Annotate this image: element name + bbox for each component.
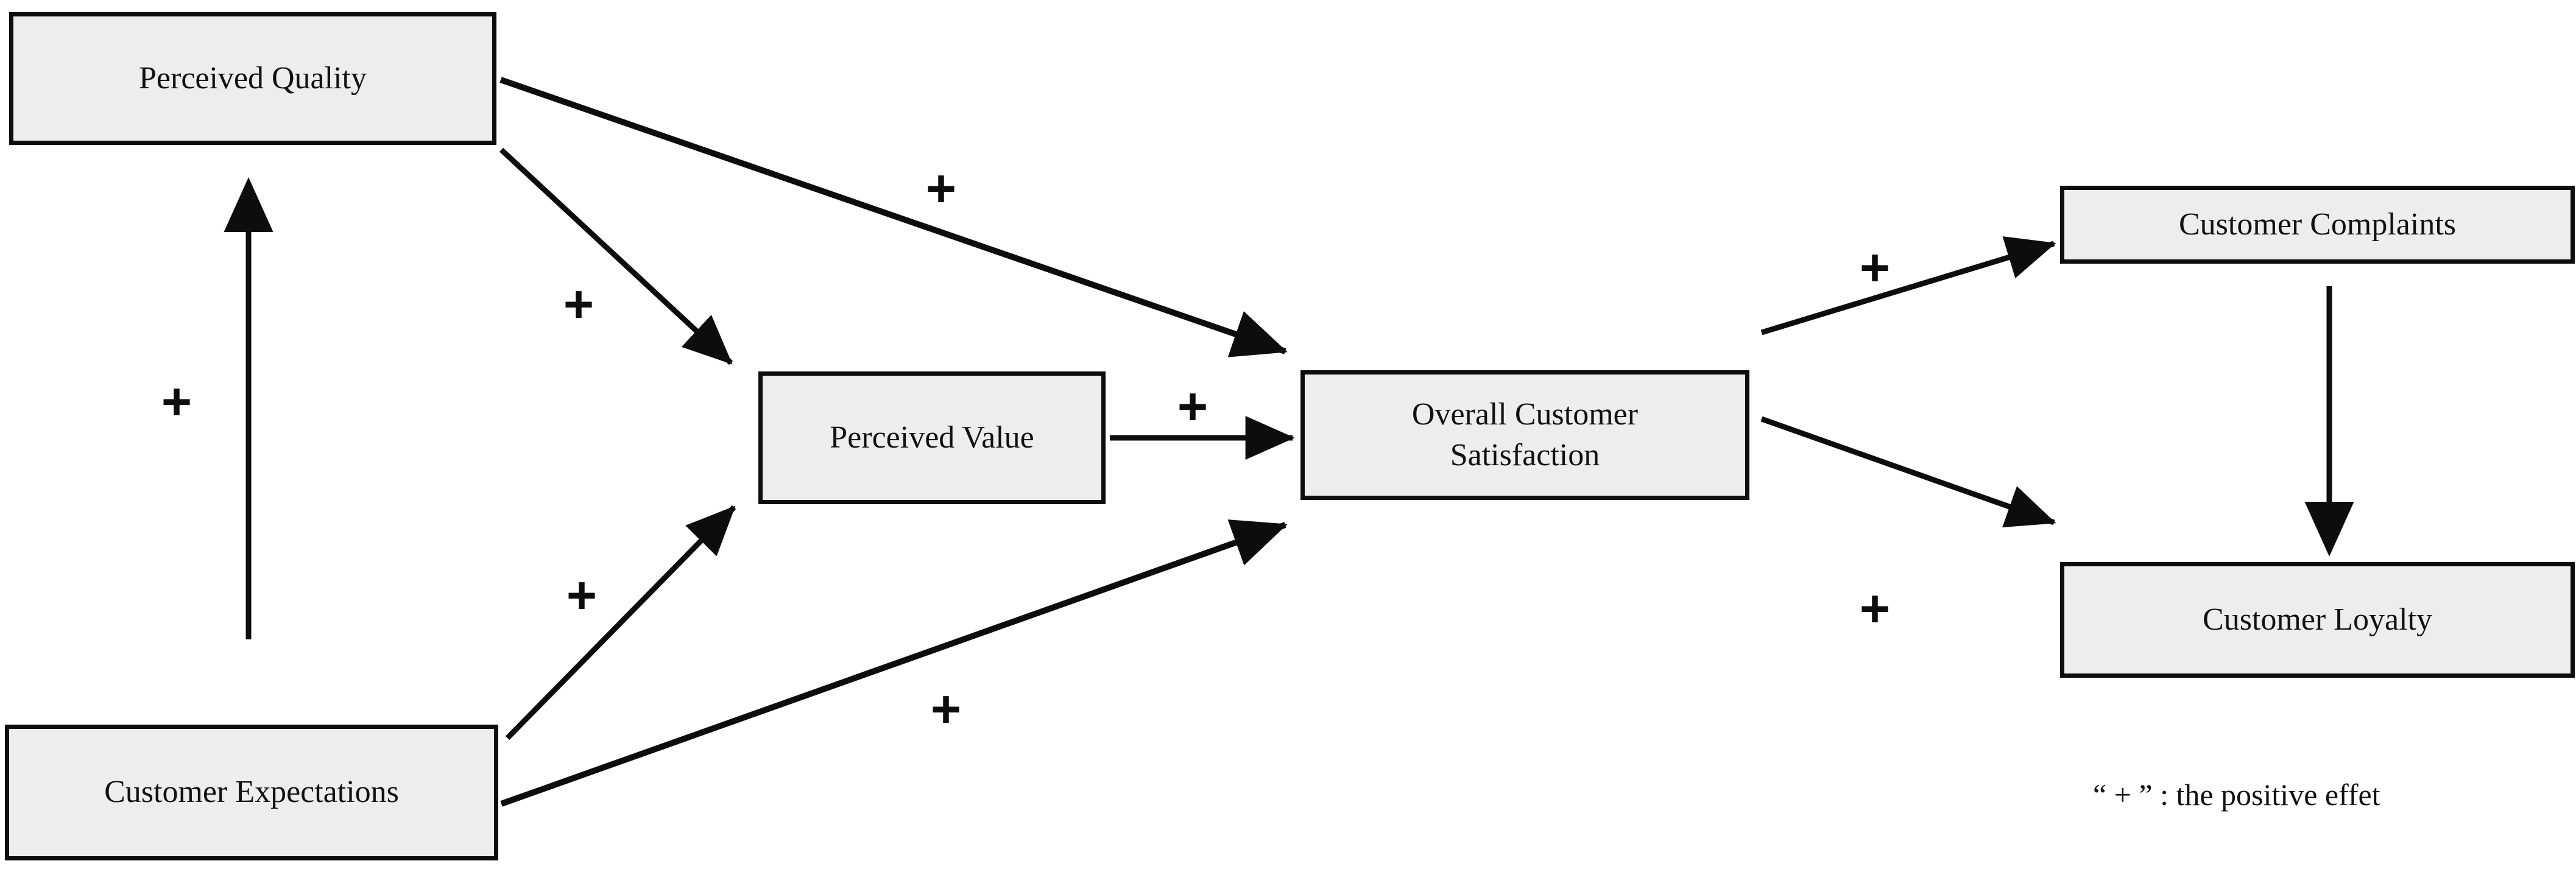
node-label-overall-satisfaction: Overall Customer Satisfaction: [1411, 396, 1639, 473]
node-label-perceived-value: Perceived Value: [830, 420, 1034, 455]
edge-satisfaction-to-loyalty: [1760, 416, 2056, 528]
node-perceived-value[interactable]: Perceived Value: [758, 371, 1106, 504]
plus-sign-quality-value: +: [563, 275, 595, 334]
node-label-customer-complaints: Customer Complaints: [2179, 206, 2456, 242]
plus-sign-satisfaction-loyalty: +: [1859, 580, 1891, 638]
node-customer-expectations[interactable]: Customer Expectations: [5, 725, 498, 860]
node-label-perceived-quality: Perceived Quality: [139, 60, 367, 96]
plus-sign-quality-satisfaction: +: [925, 160, 957, 218]
edge-expectations-to-satisfaction: [500, 519, 1288, 807]
plus-sign-expectations-value: +: [566, 566, 598, 625]
edge-satisfaction-to-complaints: [1760, 236, 2056, 336]
legend-positive-effect: “ + ” : the positive effet: [2093, 778, 2380, 812]
edge-quality-to-value: [499, 147, 733, 365]
node-label-customer-expectations: Customer Expectations: [104, 775, 399, 810]
plus-sign-value-satisfaction: +: [1177, 378, 1209, 436]
node-overall-satisfaction[interactable]: Overall Customer Satisfaction: [1300, 370, 1749, 500]
plus-sign-expectations-satisfaction: +: [930, 680, 962, 739]
node-customer-loyalty[interactable]: Customer Loyalty: [2060, 562, 2575, 678]
plus-sign-satisfaction-complaints: +: [1859, 239, 1891, 297]
edge-quality-to-satisfaction: [499, 77, 1288, 357]
node-label-customer-loyalty: Customer Loyalty: [2203, 602, 2432, 637]
node-perceived-quality[interactable]: Perceived Quality: [9, 12, 496, 145]
edge-expectations-to-value: [505, 505, 736, 740]
plus-sign-expectations-quality: +: [161, 373, 192, 431]
node-customer-complaints[interactable]: Customer Complaints: [2060, 186, 2575, 264]
